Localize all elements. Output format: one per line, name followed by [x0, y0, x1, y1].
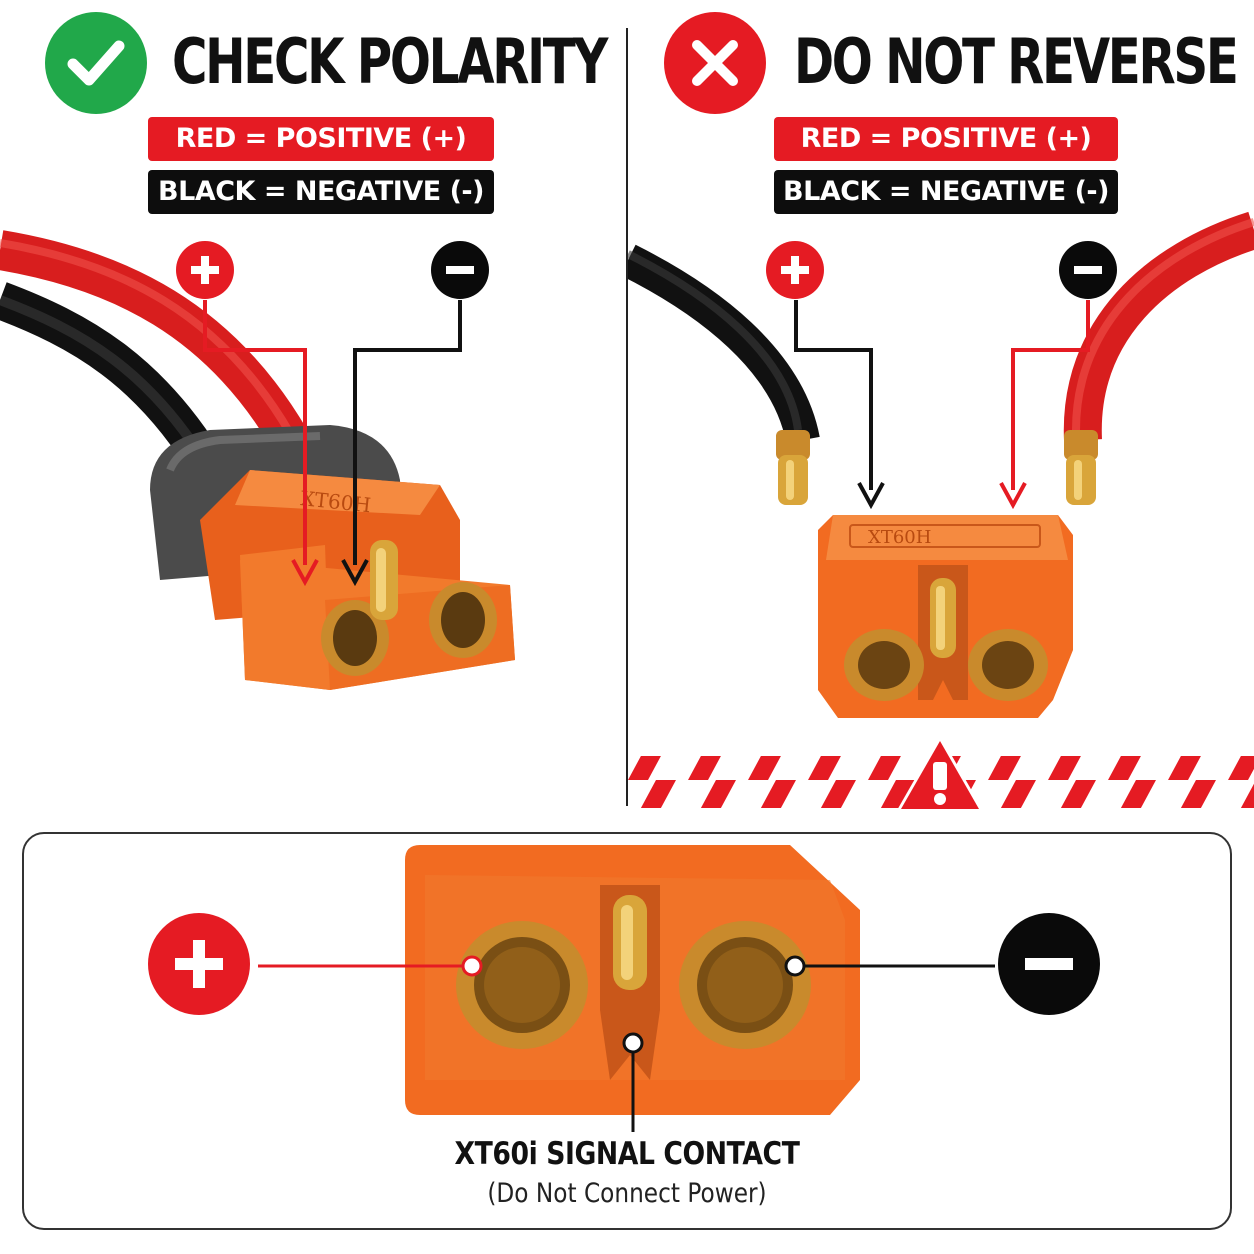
page-title-right: DO NOT REVERSE	[794, 25, 1239, 98]
connector-marking-right: XT60H	[868, 527, 931, 548]
x-icon	[664, 12, 766, 114]
minus-icon-bottom	[998, 913, 1100, 1015]
left-connector-illustration: XT60H	[0, 230, 515, 690]
black-negative-label-right: BLACK = NEGATIVE (-)	[774, 170, 1118, 214]
connector-front-view	[258, 845, 995, 1132]
signal-contact-caption: XT60i SIGNAL CONTACT	[454, 1136, 800, 1172]
right-connector-illustration: XT60H	[628, 211, 1254, 810]
minus-icon-left	[431, 241, 489, 299]
signal-contact-note: (Do Not Connect Power)	[487, 1178, 767, 1209]
red-positive-label-right: RED = POSITIVE (+)	[774, 117, 1118, 161]
black-negative-label-left: BLACK = NEGATIVE (-)	[148, 170, 494, 214]
check-icon	[45, 12, 147, 114]
plus-icon-bottom	[148, 913, 250, 1015]
panel-divider	[626, 28, 628, 806]
minus-icon-right	[1059, 241, 1117, 299]
plus-icon-left	[176, 241, 234, 299]
page-title-left: CHECK POLARITY	[172, 25, 608, 98]
plus-icon-right	[766, 241, 824, 299]
red-positive-label-left: RED = POSITIVE (+)	[148, 117, 494, 161]
